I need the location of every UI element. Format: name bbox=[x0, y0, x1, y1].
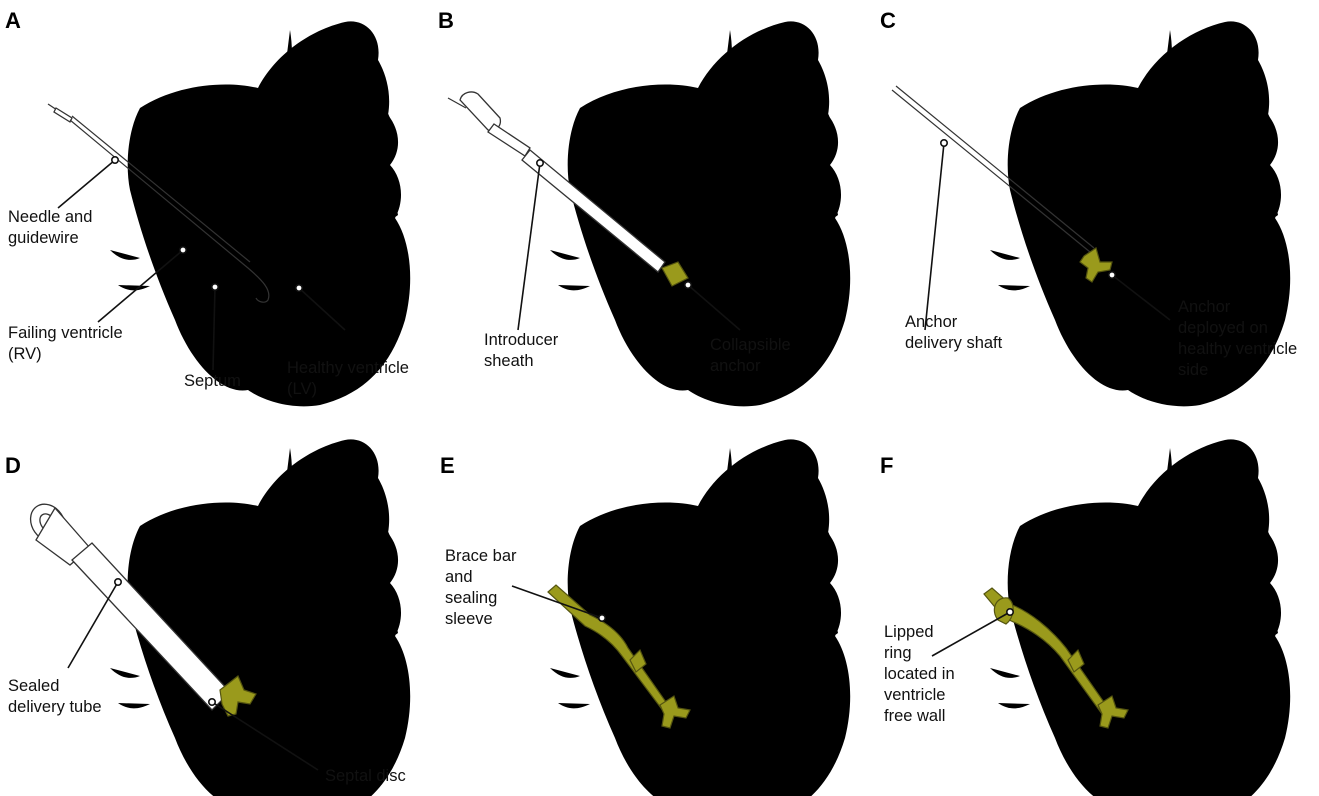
label-shaft-1: Anchor bbox=[905, 313, 958, 331]
label-tube-2: delivery tube bbox=[8, 698, 102, 716]
panel-letter-e: E bbox=[440, 453, 455, 478]
label-deployed-4: side bbox=[1178, 361, 1208, 379]
panel-a: A Needle and guidewire Failing ventricle… bbox=[5, 8, 410, 406]
label-anchor-1: Collapsible bbox=[710, 336, 791, 354]
heart-illustration-a bbox=[110, 21, 410, 406]
leader-sheath bbox=[518, 163, 540, 330]
leader-shaft bbox=[925, 143, 944, 330]
label-deployed-2: deployed on bbox=[1178, 319, 1268, 337]
label-tube-1: Sealed bbox=[8, 677, 59, 695]
panel-b: B Introducer sheath Collapsible anchor bbox=[438, 8, 850, 406]
panel-letter-c: C bbox=[880, 8, 896, 33]
label-shaft-2: delivery shaft bbox=[905, 334, 1003, 352]
label-ring-3: located in bbox=[884, 665, 955, 683]
label-needle-2: guidewire bbox=[8, 229, 79, 247]
panel-e: E Brace bar and sealing sleeve bbox=[440, 439, 850, 796]
leader-ring bbox=[932, 612, 1010, 656]
label-needle-1: Needle and bbox=[8, 208, 92, 226]
label-anchor-2: anchor bbox=[710, 357, 761, 375]
panel-letter-a: A bbox=[5, 8, 21, 33]
panel-letter-b: B bbox=[438, 8, 454, 33]
panel-letter-f: F bbox=[880, 453, 893, 478]
label-deployed-3: healthy ventricle bbox=[1178, 340, 1297, 358]
label-sheath-1: Introducer bbox=[484, 331, 559, 349]
leader-needle bbox=[58, 160, 115, 208]
label-rv-1: Failing ventricle bbox=[8, 324, 123, 342]
label-brace-4: sleeve bbox=[445, 610, 493, 628]
label-disc: Septal disc bbox=[325, 767, 406, 785]
label-deployed-1: Anchor bbox=[1178, 298, 1231, 316]
label-lv-2: (LV) bbox=[287, 380, 317, 398]
label-ring-1: Lipped bbox=[884, 623, 934, 641]
label-septum: Septum bbox=[184, 372, 241, 390]
label-ring-4: ventricle bbox=[884, 686, 945, 704]
label-ring-2: ring bbox=[884, 644, 912, 662]
label-ring-5: free wall bbox=[884, 707, 945, 725]
label-brace-3: sealing bbox=[445, 589, 497, 607]
label-lv-1: Healthy ventricle bbox=[287, 359, 409, 377]
label-sheath-2: sheath bbox=[484, 352, 534, 370]
panel-letter-d: D bbox=[5, 453, 21, 478]
panel-d: D Sealed delivery tube Septal disc bbox=[5, 439, 410, 796]
label-rv-2: (RV) bbox=[8, 345, 42, 363]
panel-c: C Anchor delivery shaft Anchor deployed … bbox=[880, 8, 1297, 406]
label-brace-2: and bbox=[445, 568, 473, 586]
leader-tube bbox=[68, 582, 118, 668]
label-brace-1: Brace bar bbox=[445, 547, 517, 565]
panel-f: F Lipped ring located in ventricle free … bbox=[880, 439, 1290, 796]
